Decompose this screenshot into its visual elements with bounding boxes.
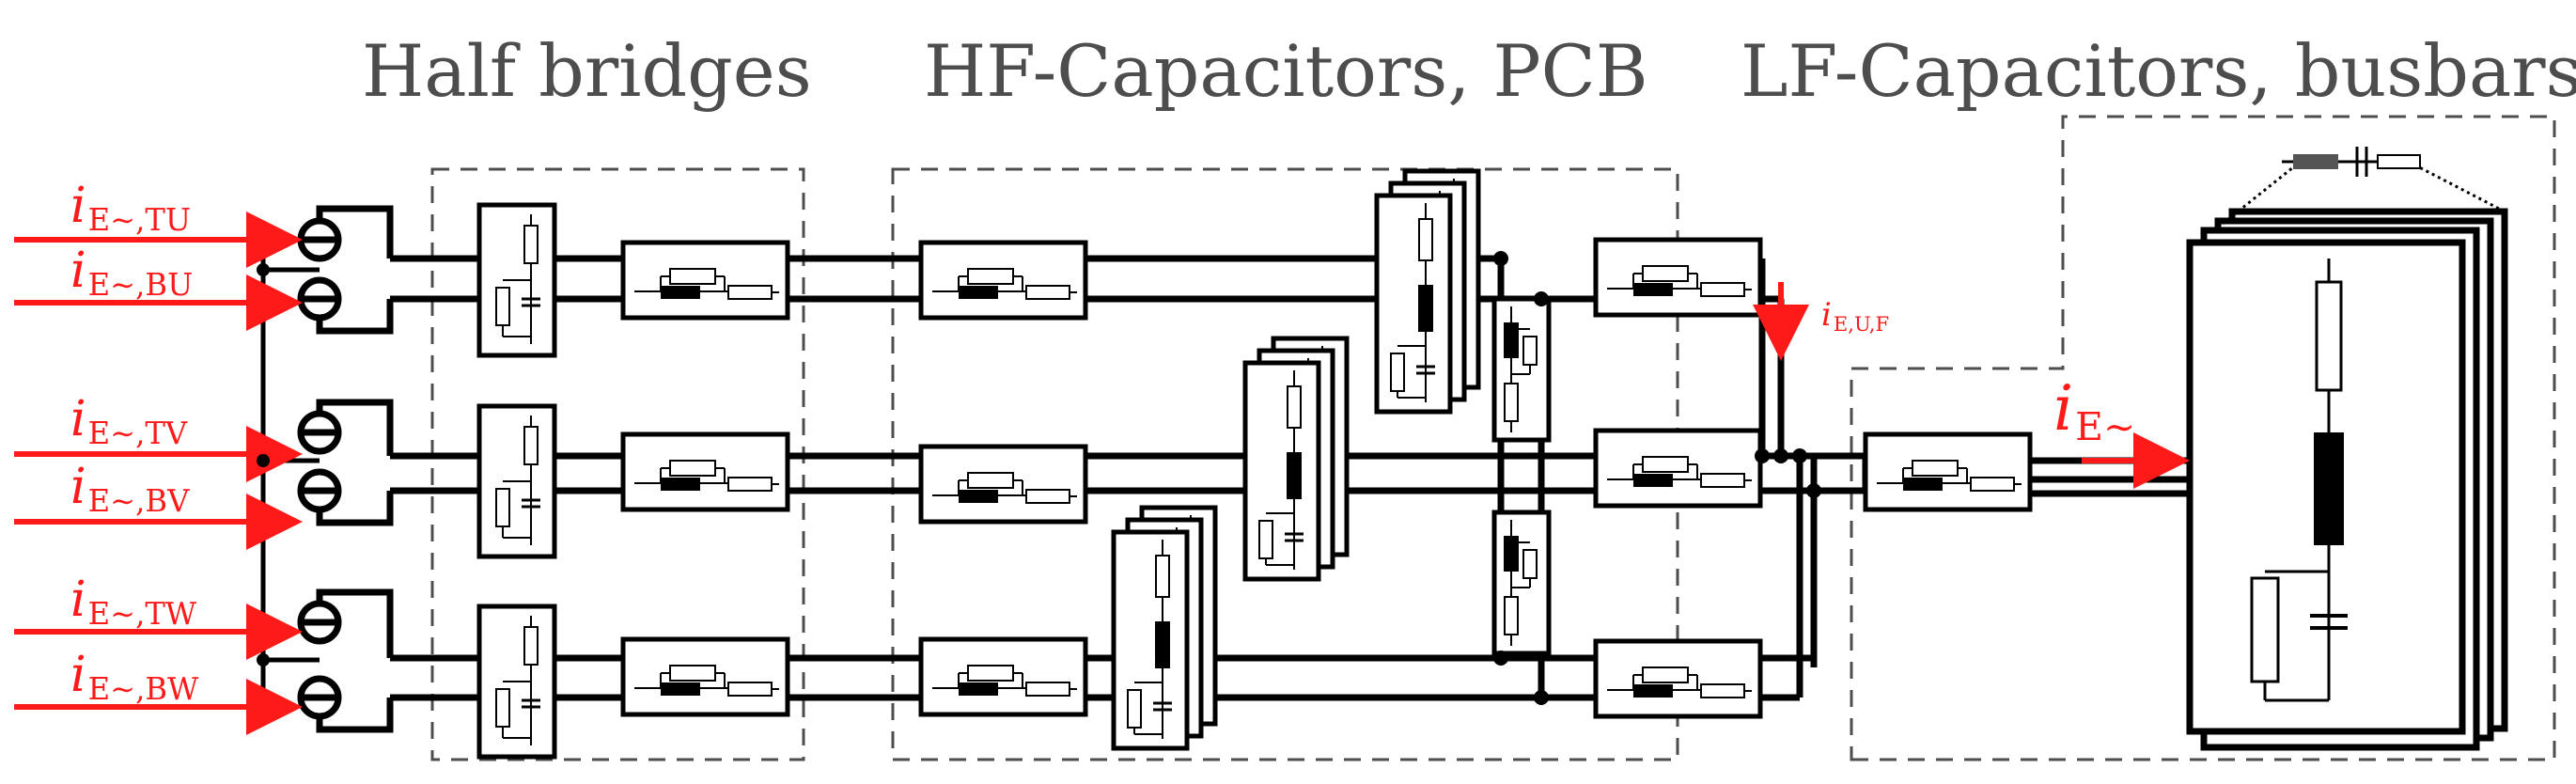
input-label-tu: iE∼,TU: [70, 178, 192, 239]
input-label-bv: iE∼,BV: [70, 459, 190, 520]
hf-stack-u: [1377, 171, 1478, 412]
half-bridge-w: [479, 606, 554, 757]
half-bridge-u: [479, 205, 554, 355]
impedance-hf-u: [921, 243, 1085, 318]
impedance-hb-w: [623, 639, 788, 714]
current-sources: [260, 205, 394, 733]
impedance-hf-w: [921, 639, 1085, 714]
input-label-tw: iE∼,TW: [70, 572, 197, 633]
input-arrows: [14, 212, 303, 735]
half-bridge-v: [479, 406, 554, 557]
lf-capacitors-box: [1850, 115, 2556, 761]
cross-branch-lower: [1494, 512, 1549, 653]
impedance-hb-v: [623, 434, 788, 510]
impedance-hf-v: [921, 447, 1085, 522]
input-label-bw: iE∼,BW: [70, 647, 199, 708]
impedance-out-v: [1596, 431, 1760, 506]
output-current-label: iE∼: [2053, 372, 2136, 450]
hf-stack-w: [1114, 508, 1215, 748]
half-bridges-box: [430, 167, 805, 761]
title-half-bridges: Half bridges: [362, 29, 812, 113]
hf-stack-v: [1245, 338, 1347, 579]
input-label-bu: iE∼,BU: [70, 243, 194, 304]
lf-capacitor-stack: [2186, 147, 2508, 751]
branch-current-label: iE,U,F: [1821, 296, 1890, 336]
junction-dots: [257, 251, 1821, 705]
input-label-tv: iE∼,TV: [70, 391, 188, 452]
impedance-out-w: [1596, 641, 1760, 716]
cross-branch-upper: [1494, 299, 1549, 440]
impedance-out-u: [1596, 240, 1760, 315]
impedance-hb-u: [623, 243, 788, 318]
impedance-lf: [1866, 434, 2030, 510]
title-lf-capacitors: LF-Capacitors, busbars: [1741, 29, 2576, 113]
title-hf-capacitors: HF-Capacitors, PCB: [924, 29, 1648, 113]
